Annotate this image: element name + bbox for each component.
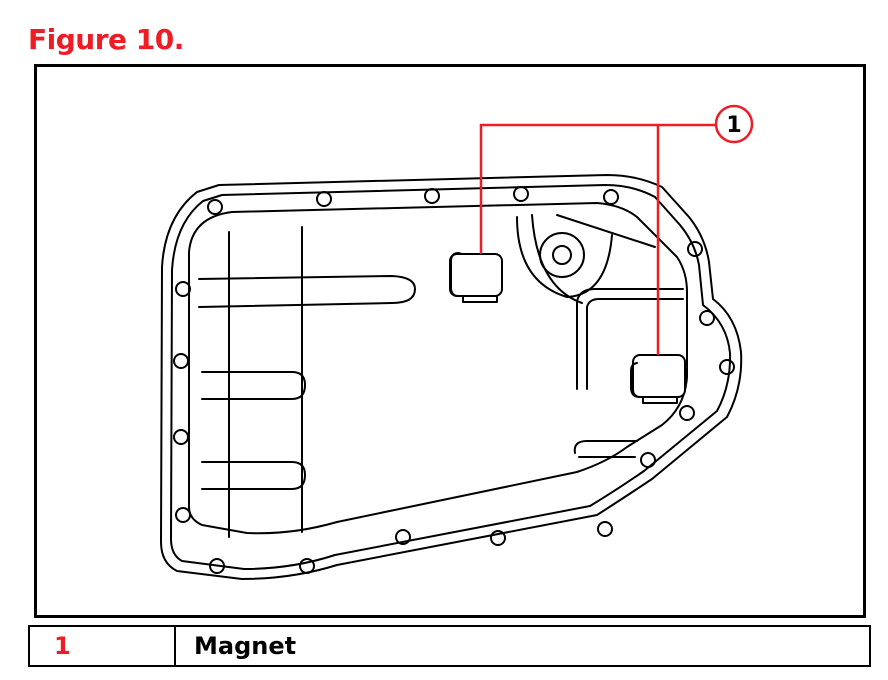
magnet-clip	[462, 295, 498, 303]
pan-channel	[576, 288, 684, 390]
bolt-hole	[175, 281, 191, 297]
bolt-holes	[173, 186, 735, 574]
bolt-hole	[513, 186, 529, 202]
callout-circle	[714, 104, 754, 144]
legend-number: 1	[30, 627, 176, 665]
pan-inner-well	[188, 202, 688, 535]
bolt-hole	[207, 199, 223, 215]
magnet-left	[449, 252, 503, 303]
bolt-hole	[175, 507, 191, 523]
oil-pan-diagram: 1	[160, 104, 754, 580]
pan-channel	[573, 440, 638, 454]
bolt-hole	[640, 452, 656, 468]
bolt-hole	[316, 191, 332, 207]
magnet-clip	[642, 396, 678, 404]
magnet-body	[632, 354, 686, 398]
magnet-clip	[450, 252, 463, 297]
bolt-hole	[719, 359, 735, 375]
bolt-hole	[603, 189, 619, 205]
bolt-hole	[209, 558, 225, 574]
bolt-hole	[699, 310, 715, 326]
bolt-hole	[597, 521, 613, 537]
callout-leader-left	[479, 123, 715, 254]
magnet-right	[630, 354, 686, 404]
pan-boss	[516, 216, 613, 298]
bolt-hole	[490, 530, 506, 546]
bolt-hole	[299, 558, 315, 574]
pan-boss-outline	[531, 214, 583, 304]
magnet-body	[449, 253, 503, 297]
bolt-hole	[173, 429, 189, 445]
rib-horizontal	[201, 461, 306, 490]
rib-horizontal	[201, 371, 306, 400]
bolt-hole	[173, 353, 189, 369]
pan-boss-hole-inner	[552, 245, 572, 265]
rib-horizontal	[198, 275, 416, 308]
bolt-hole	[687, 241, 703, 257]
pan-outline-inner	[170, 184, 732, 570]
bolt-hole	[424, 188, 440, 204]
legend-table: 1 Magnet	[28, 625, 871, 667]
pan-outline-outer	[160, 174, 743, 580]
pan-channel	[586, 298, 684, 390]
bolt-hole	[679, 405, 695, 421]
pan-line	[556, 214, 656, 248]
legend-description: Magnet	[194, 632, 297, 660]
magnet-clip	[630, 362, 640, 398]
figure-title: Figure 10.	[28, 23, 184, 56]
bolt-hole	[395, 529, 411, 545]
callout-number: 1	[726, 113, 741, 138]
diagram-frame: 1	[34, 64, 866, 618]
